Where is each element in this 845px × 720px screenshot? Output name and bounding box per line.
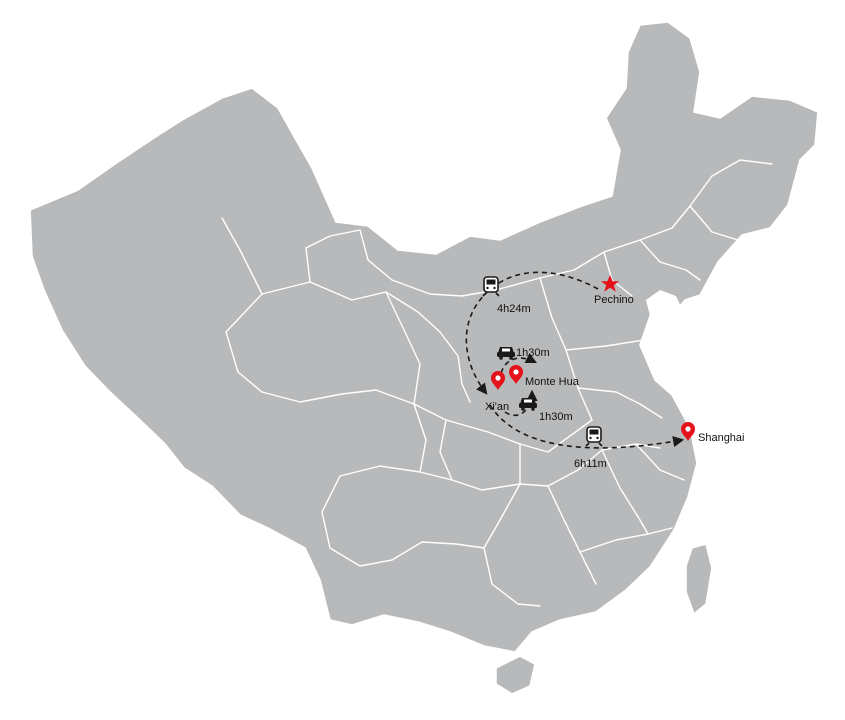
train-icon	[482, 276, 500, 297]
city-label-xian: Xi'an	[485, 401, 509, 413]
star-icon	[601, 275, 619, 292]
province-borders	[221, 159, 773, 607]
duration-label-huashan-xian: 1h30m	[539, 411, 573, 423]
duration-label-xian-shanghai: 6h11m	[574, 458, 607, 470]
train-icon	[585, 426, 603, 447]
map-pin-icon	[491, 371, 505, 390]
duration-label-beijing-xian: 4h24m	[497, 303, 531, 315]
map-pin-icon	[681, 422, 695, 441]
duration-label-xian-huashan: 1h30m	[516, 347, 550, 359]
taiwan-island	[685, 543, 713, 615]
car-icon	[519, 398, 537, 411]
bohai-sea	[646, 290, 688, 332]
car-icon	[497, 347, 515, 360]
route-huashan-xian	[504, 389, 538, 417]
china-mainland	[29, 21, 819, 653]
hainan-island	[495, 655, 536, 695]
route-beijing-xian	[465, 271, 599, 395]
map-pin-icon	[509, 365, 523, 384]
city-label-shanghai: Shanghai	[698, 432, 745, 444]
city-label-beijing: Pechino	[594, 294, 634, 306]
city-label-huashan: Monte Hua	[525, 376, 580, 388]
